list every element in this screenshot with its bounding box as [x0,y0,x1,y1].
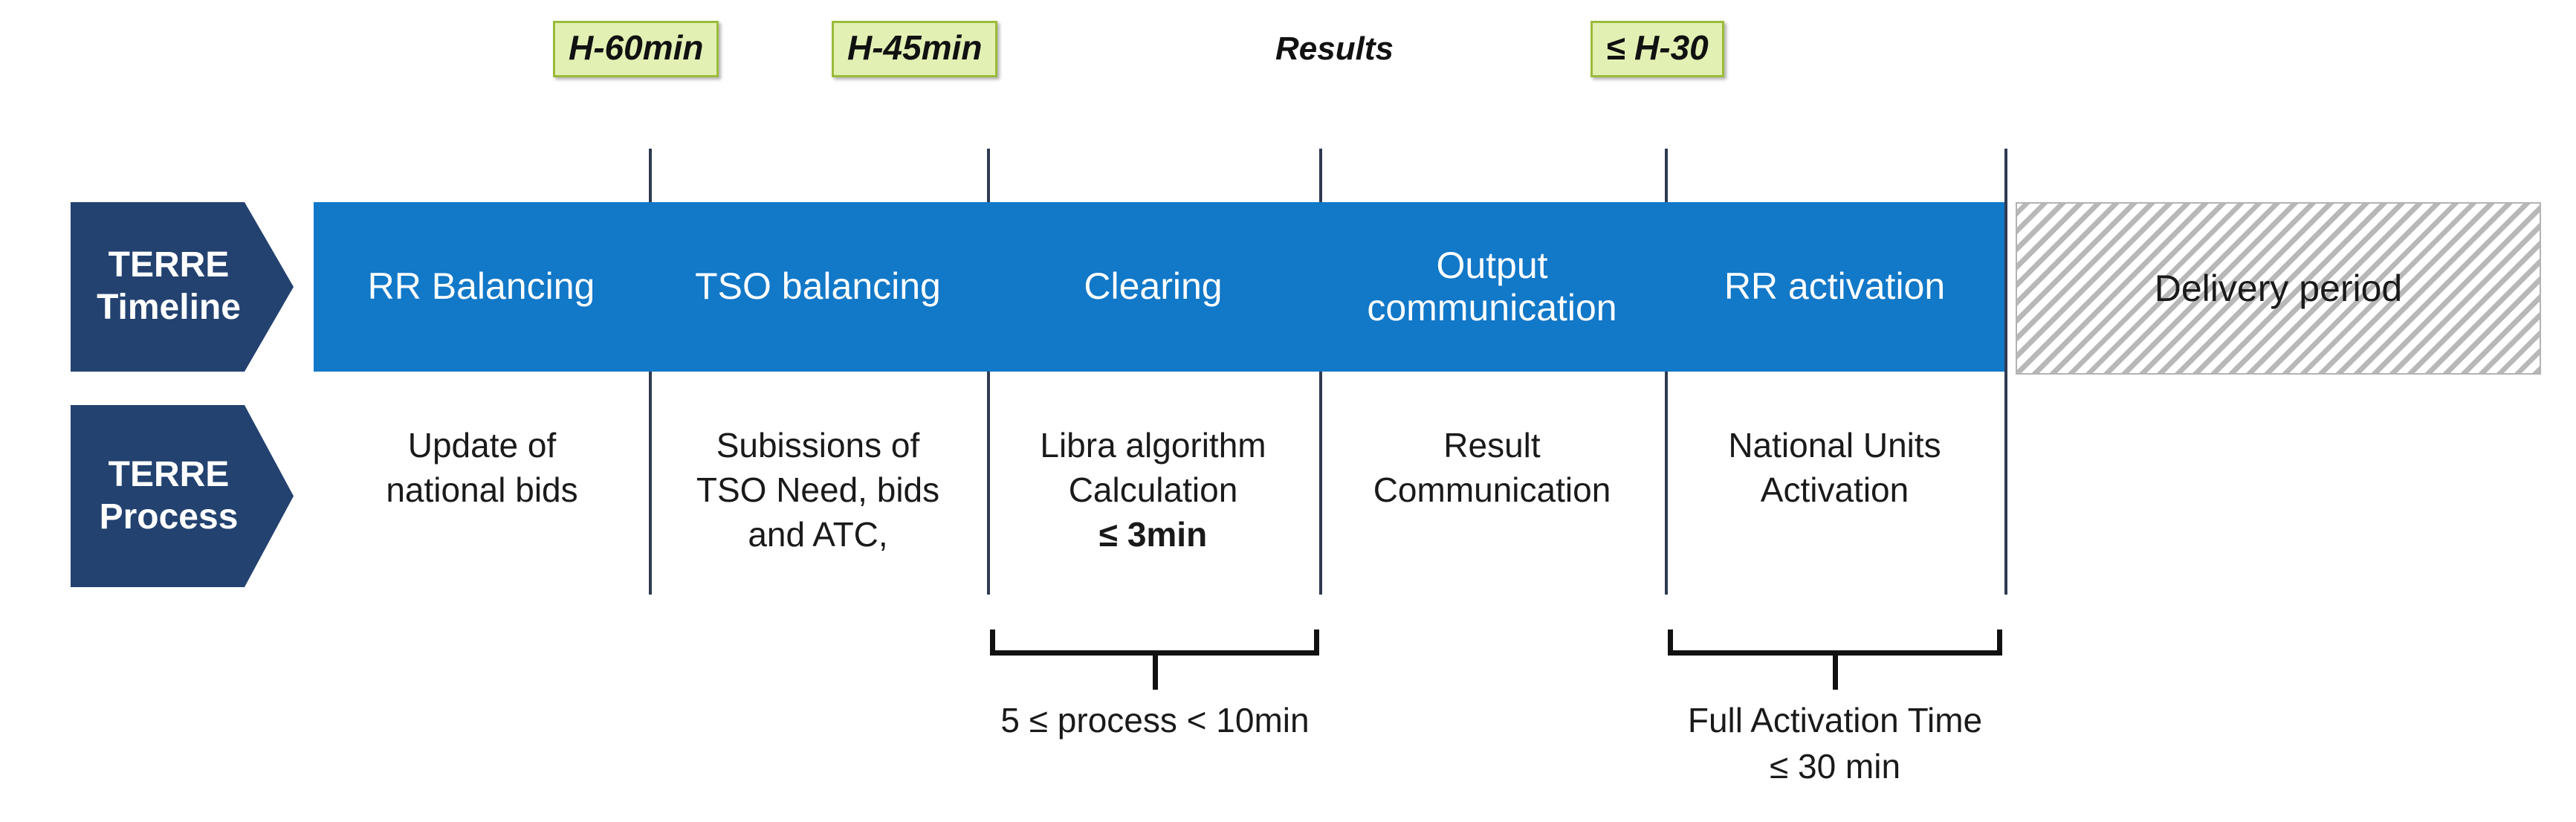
process-text-line-2: national bids [386,470,578,509]
brace-caption-line-1: 5 ≤ process < 10min [1000,701,1310,740]
process-text-line-1: National Units [1728,426,1941,465]
timeline-segment-tso-balancing: TSO balancing [649,202,987,372]
process-text-line-2: Activation [1760,470,1909,509]
timeline-segment-text: RR activation [1724,265,1945,308]
process-text-subissions-of: Subissions of TSO Need, bids and ATC, [654,424,982,557]
milestone-label-h-45min: H-45min [832,21,998,77]
brace-caption-1: 5 ≤ process < 10min [922,697,1388,743]
delivery-period-label: Delivery period [2154,268,2403,309]
brace-2 [1668,630,2002,690]
brace-1 [990,630,1319,690]
brace-caption-2: Full Activation Time ≤ 30 min [1605,697,2065,789]
timeline-divider-5 [2004,149,2007,595]
timeline-segment-line1: RR activation [1724,265,1946,308]
brace-stem [1152,656,1158,690]
milestone-label-h-60min: H-60min [553,21,719,77]
row-label-line1: TERRE [108,245,230,285]
milestone-label-h-30: ≤ H-30 [1590,21,1724,77]
process-text-line-3: ≤ 3min [1098,514,1208,554]
process-text-line-1: Libra algorithm [1040,426,1266,465]
timeline-divider-4 [1665,149,1668,595]
timeline-segment-rr-balancing: RR Balancing [314,202,649,372]
brace-caption-line-2: ≤ 30 min [1769,747,1901,786]
process-text-line-2: Communication [1373,470,1611,509]
brace-horizontal-bar [990,650,1319,656]
brace-horizontal-bar [1668,650,2002,656]
process-text-line-1: Subissions of [716,426,920,465]
timeline-segment-line2: communication [1367,287,1617,329]
delivery-period-block: Delivery period [2016,202,2541,375]
timeline-segment-line1: Output [1436,244,1548,286]
timeline-segment-text: Clearing [1084,265,1222,308]
timeline-segment-rr-activation: RR activation [1665,202,2004,372]
brace-tick-right [1997,630,2002,656]
row-label-line2: Timeline [97,288,241,327]
process-text-line-1: Update of [407,426,557,465]
process-text-line-2: TSO Need, bids [696,470,940,509]
brace-stem [1833,656,1838,690]
timeline-divider-3 [1319,149,1322,595]
brace-tick-left [990,630,995,656]
brace-tick-left [1668,630,1673,656]
timeline-segment-text: TSO balancing [695,265,941,308]
timeline-segment-clearing: Clearing [987,202,1319,372]
brace-caption-line-1: Full Activation Time [1687,701,1983,740]
timeline-divider-2 [987,149,990,595]
timeline-segment-line1: RR Balancing [367,265,595,308]
timeline-segment-line1: Clearing [1084,265,1223,308]
row-label-line2: Process [99,496,239,537]
process-text-line-2: Calculation [1068,470,1238,509]
process-text-update-of: Update of national bids [320,424,644,513]
row-label-line1: TERRE [108,454,230,494]
timeline-segment-text: RR Balancing [368,265,595,308]
process-text-line-3: and ATC, [748,514,888,554]
timeline-divider-1 [649,149,652,595]
milestone-label-results: Results [1275,30,1394,67]
process-text-line-1: Result [1443,426,1541,465]
timeline-segment-line1: TSO balancing [695,265,941,308]
brace-tick-right [1314,630,1319,656]
